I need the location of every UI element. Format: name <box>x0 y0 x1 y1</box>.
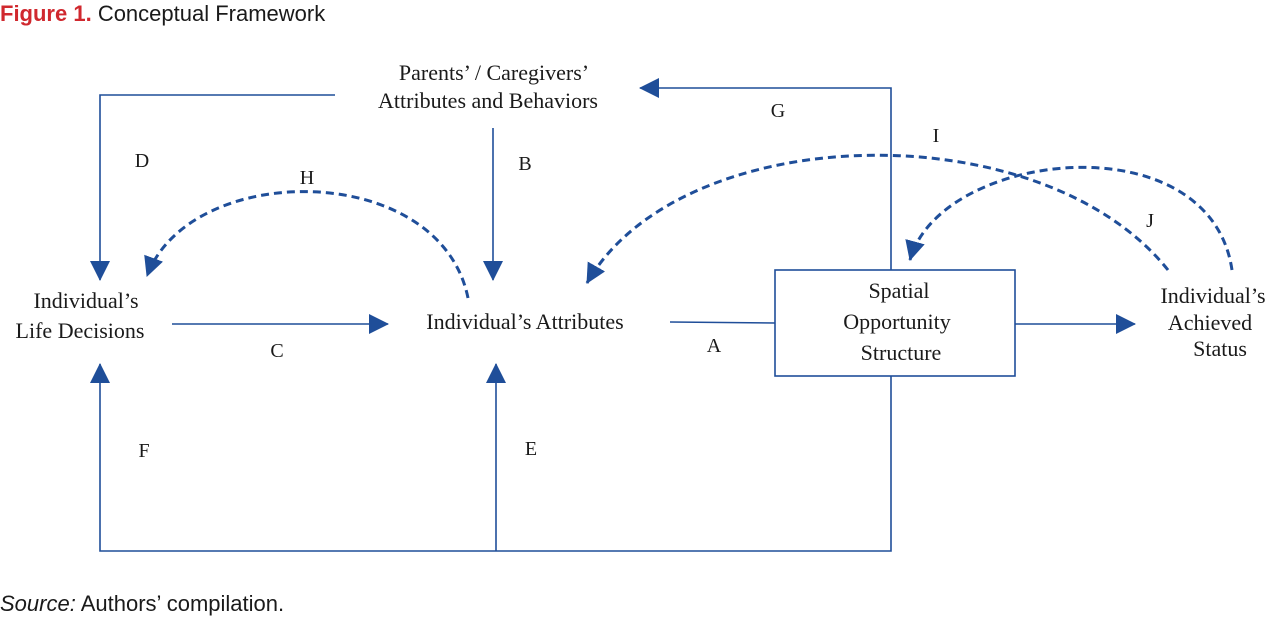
source-note: Source: Authors’ compilation. <box>0 590 284 618</box>
node-life-decisions: Individual’s Life Decisions <box>16 288 145 343</box>
figure-title: Conceptual Framework <box>97 1 326 26</box>
edge-d-line <box>90 94 335 281</box>
achieved-line1: Individual’s <box>1160 283 1265 308</box>
edge-g-line <box>639 78 892 270</box>
figure-caption: Figure 1. Conceptual Framework <box>0 0 325 28</box>
achieved-line3: Status <box>1193 336 1247 361</box>
edge-label-e: E <box>525 438 537 460</box>
edge-label-i: I <box>933 125 940 147</box>
edge-label-h: H <box>300 167 314 189</box>
figure-number: Figure 1. <box>0 1 92 26</box>
spatial-line3: Structure <box>861 340 942 365</box>
edge-lines <box>90 78 1234 552</box>
edge-label-a: A <box>707 335 722 357</box>
spatial-line2: Opportunity <box>843 309 951 334</box>
edge-h-line <box>144 190 470 299</box>
life-decisions-line2: Life Decisions <box>16 318 145 343</box>
edge-label-c: C <box>270 340 283 362</box>
node-spatial-structure: Spatial Opportunity Structure <box>843 278 951 365</box>
parents-line1: Parents’ / Caregivers’ <box>399 60 589 85</box>
parents-line2: Attributes and Behaviors <box>378 88 598 113</box>
edge-i-line <box>585 153 1170 284</box>
edge-label-d: D <box>135 150 149 172</box>
spatial-line1: Spatial <box>868 278 929 303</box>
node-achieved-status: Individual’s Achieved Status <box>1160 283 1265 361</box>
node-attributes: Individual’s Attributes <box>426 309 623 334</box>
edge-label-f: F <box>138 440 149 462</box>
life-decisions-line1: Individual’s <box>33 288 138 313</box>
source-label: Source: <box>0 591 76 616</box>
node-parents: Parents’ / Caregivers’ Attributes and Be… <box>378 60 598 113</box>
attributes-line1: Individual’s Attributes <box>426 309 623 334</box>
edge-a-line <box>669 321 776 324</box>
source-text: Authors’ compilation. <box>80 591 285 616</box>
edge-label-j: J <box>1146 210 1154 232</box>
achieved-line2: Achieved <box>1168 310 1252 335</box>
edge-j-line <box>905 166 1234 271</box>
spatial-structure-box <box>774 269 1016 377</box>
edge-label-b: B <box>518 153 531 175</box>
edge-label-g: G <box>771 100 785 122</box>
